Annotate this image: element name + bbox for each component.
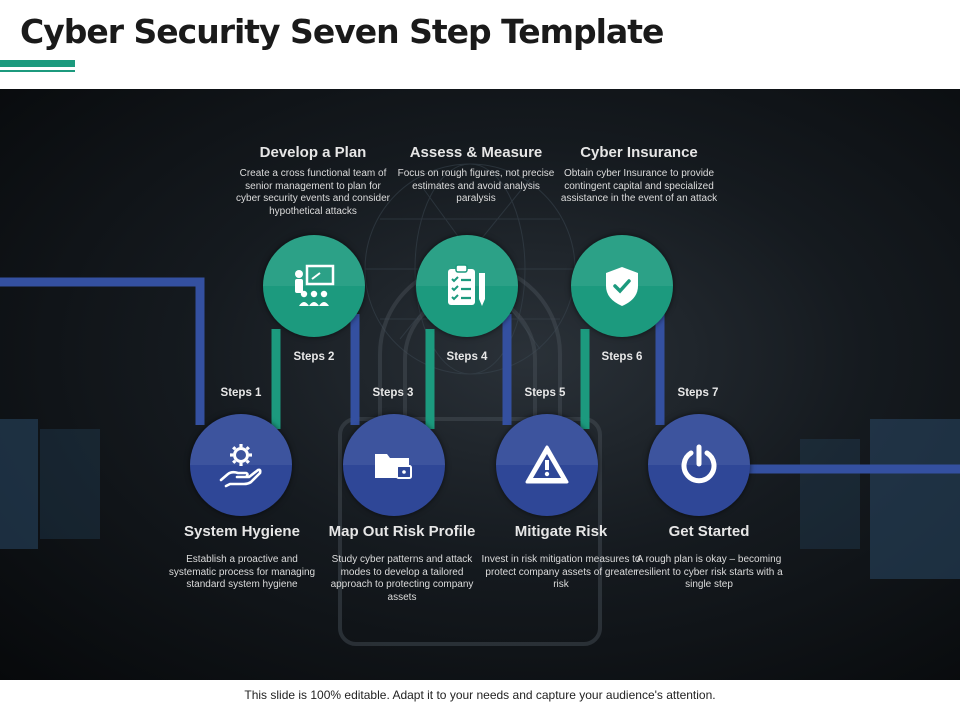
step-7-description: A rough plan is okay – becoming resilien… (635, 554, 783, 590)
clipboard-checklist-icon (448, 264, 485, 306)
step-2-description: Create a cross functional team of senior… (236, 168, 390, 217)
blue-connectors (0, 277, 960, 474)
green-connectors (271, 329, 590, 429)
step-6-title: Cyber Insurance (580, 144, 698, 161)
shield-check-icon (606, 267, 638, 306)
team-presentation-icon (295, 264, 335, 306)
step-5-circle (496, 414, 598, 516)
step-3-description: Study cyber patterns and attack modes to… (330, 554, 474, 603)
step-4-label: Steps 4 (446, 351, 488, 363)
title-accent-line (0, 70, 75, 72)
gear-hand-icon (219, 444, 262, 488)
step-1-label: Steps 1 (220, 387, 262, 399)
locked-folder-icon (375, 454, 412, 479)
warning-triangle-icon (525, 445, 569, 484)
step-5-title: Mitigate Risk (514, 523, 608, 540)
power-icon (681, 444, 717, 484)
step-2-circle (263, 235, 365, 337)
step-1-circle (190, 414, 292, 516)
step-6-circle (571, 235, 673, 337)
step-4-description: Focus on rough figures, not precise esti… (397, 168, 555, 204)
step-3-title: Map Out Risk Profile (328, 523, 476, 540)
step-3-label: Steps 3 (372, 387, 414, 399)
step-2-label: Steps 2 (293, 351, 335, 363)
step-1-description: Establish a proactive and systematic pro… (168, 554, 316, 590)
title-accent-bar (0, 60, 75, 67)
step-5-label: Steps 5 (524, 387, 566, 399)
step-6-description: Obtain cyber Insurance to provide contin… (560, 168, 718, 204)
step-1-title: System Hygiene (184, 523, 300, 540)
step-4-circle (416, 235, 518, 337)
step-2-title: Develop a Plan (259, 144, 367, 161)
step-7-circle (648, 414, 750, 516)
step-4-title: Assess & Measure (409, 144, 543, 161)
step-6-label: Steps 6 (601, 351, 643, 363)
background-art (0, 163, 960, 646)
step-5-description: Invest in risk mitigation measures to pr… (481, 554, 641, 590)
slide-title: Cyber Security Seven Step Template (20, 12, 664, 51)
slide-footer: This slide is 100% editable. Adapt it to… (244, 688, 716, 702)
step-7-label: Steps 7 (677, 387, 719, 399)
diagram-stage: Develop a Plan Create a cross functional… (0, 89, 960, 680)
step-7-title: Get Started (668, 523, 750, 540)
cube-decorations (0, 419, 960, 579)
step-3-circle (343, 414, 445, 516)
